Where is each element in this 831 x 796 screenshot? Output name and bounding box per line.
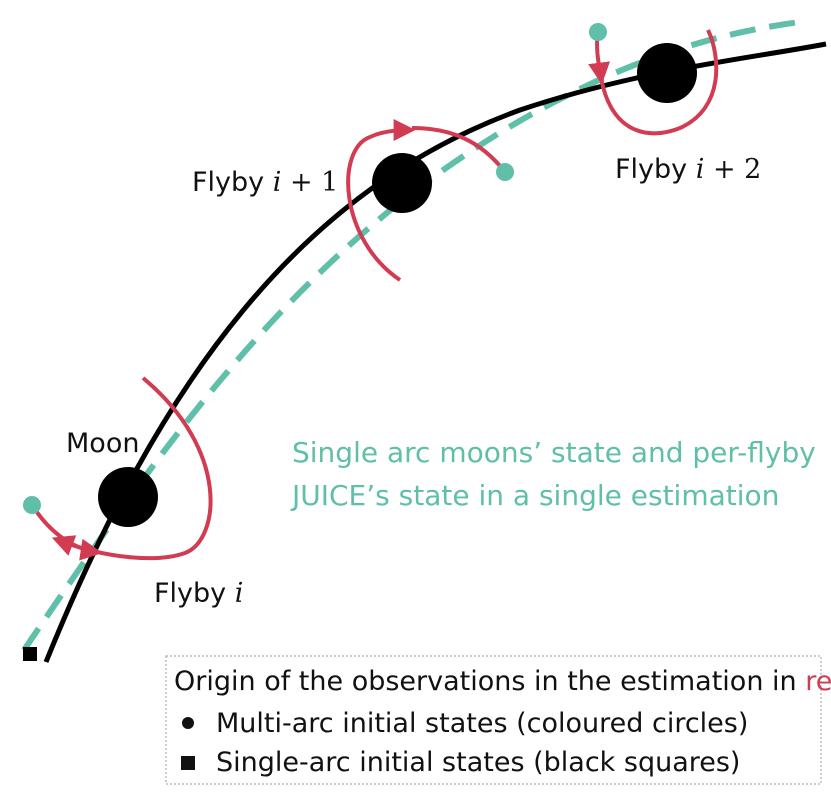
- annotation-line-2: JUICE’s state in a single estimation: [290, 479, 779, 512]
- legend-box: [165, 655, 822, 785]
- moon-body-flyby-i: [98, 467, 158, 527]
- legend-title: Origin of the observations in the estima…: [174, 666, 831, 697]
- flyby-i-label: Flyby i: [154, 578, 243, 609]
- moon-body-flyby-i1: [372, 153, 432, 213]
- teal-dashed-trajectory: [21, 19, 801, 652]
- circle-icon: [182, 717, 194, 729]
- flyby-i-arc: [51, 376, 213, 561]
- initial-state-circle-flyby-i1: [496, 163, 514, 181]
- flyby-i2-label: Flyby i + 2: [615, 154, 761, 185]
- legend-item-square: Single-arc initial states (black squares…: [216, 747, 740, 778]
- flyby-i1-label: Flyby i + 1: [192, 167, 338, 198]
- flyby-i-incoming-arc: [30, 503, 103, 561]
- initial-state-circle-flyby-i: [23, 496, 41, 514]
- initial-state-square: [23, 647, 37, 661]
- legend-item-circle: Multi-arc initial states (coloured circl…: [216, 708, 748, 739]
- legend-title-highlight: red: [805, 666, 831, 697]
- flyby-i1-outgoing-arc: [411, 126, 507, 174]
- moon-label: Moon: [66, 428, 139, 459]
- initial-state-circle-flyby-i2: [589, 23, 607, 41]
- flyby-i2-loop-arc: [599, 29, 719, 136]
- square-icon: [181, 756, 195, 770]
- moon-trajectory: [43, 41, 827, 663]
- flyby-i1-arc: [346, 119, 416, 282]
- annotation-line-1: Single arc moons’ state and per-flyby: [292, 436, 816, 469]
- moon-body-flyby-i2: [637, 43, 697, 103]
